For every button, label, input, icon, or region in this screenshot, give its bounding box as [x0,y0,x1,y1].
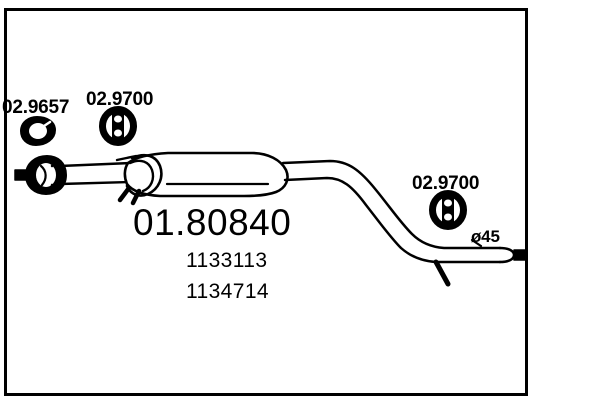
drawing-frame [4,8,528,396]
mount-left-part-number-label: 02.9700 [86,89,154,110]
muffler-inlet-bracket [115,153,163,206]
tailpipe-end [498,246,526,264]
muffler-body [123,151,289,198]
tailpipe-diameter-label: ø45 [471,227,500,246]
alt-part-number-1-label: 1133113 [186,249,268,272]
diameter-leader [470,238,483,248]
tailpipe-hanger-rod [433,259,451,287]
gasket-part-number-label: 02.9657 [2,97,70,118]
exhaust-gasket-icon [20,116,56,146]
rubber-hanger-mount-right-icon [429,190,467,230]
outlet-pipe [281,159,502,264]
mount-right-part-number-label: 02.9700 [412,173,480,194]
rubber-hanger-mount-left-icon [99,106,137,146]
inlet-flange [14,155,67,195]
main-part-number-label: 01.80840 [133,202,292,243]
alt-part-number-2-label: 1134714 [186,280,269,303]
inlet-pipe [58,161,133,186]
